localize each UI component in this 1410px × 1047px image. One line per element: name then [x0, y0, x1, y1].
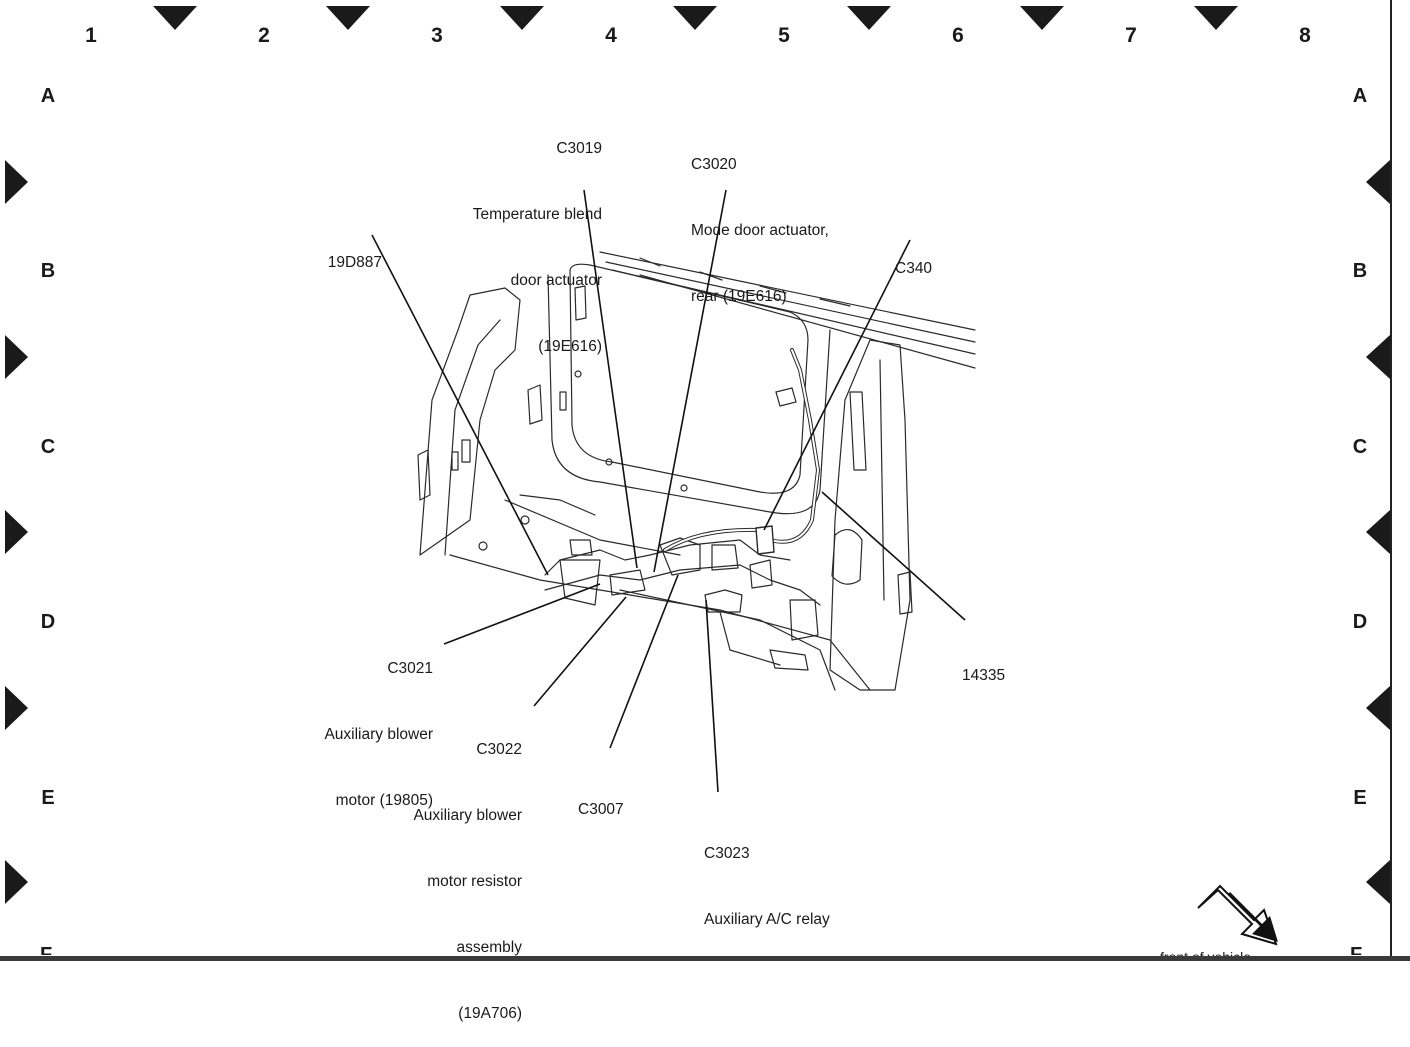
callout-c3019-line3: door actuator [510, 272, 602, 289]
leader-19d887 [371, 234, 549, 576]
callout-c3022: C3022 Auxiliary blower motor resistor as… [382, 695, 522, 1047]
callout-14335-line1: 14335 [962, 667, 1006, 684]
callout-c3020-line3: rear (19E616) [691, 288, 787, 305]
callout-c3020: C3020 Mode door actuator, rear (19E616) [691, 110, 861, 330]
callout-19d887: 19D887 [300, 208, 382, 296]
left-registration-marks [5, 160, 28, 904]
callout-c3023-line2: Auxiliary A/C relay [704, 911, 830, 928]
callout-c3019-line4: (19E616) [538, 338, 602, 355]
grid-row-e-right: E [1353, 787, 1367, 809]
callout-14335: 14335 [962, 621, 1022, 709]
grid-row-d-right: D [1352, 611, 1368, 633]
grid-column-2: 2 [258, 24, 270, 47]
callout-c340: C340 [895, 214, 955, 302]
leader-c3021 [443, 583, 601, 645]
leader-c3020 [653, 189, 727, 573]
top-registration-marks [153, 6, 1238, 30]
callout-c3007: C3007 [578, 755, 648, 843]
callout-c3007-line1: C3007 [578, 801, 624, 818]
callout-c3021-line2: Auxiliary blower [324, 726, 433, 743]
grid-row-a-right: A [1352, 85, 1368, 107]
leader-14335 [821, 491, 966, 621]
leader-c3007 [609, 574, 679, 749]
grid-column-8: 8 [1299, 24, 1311, 47]
grid-column-4: 4 [605, 24, 617, 47]
callout-c3022-line3: motor resistor [427, 873, 522, 890]
grid-row-c-left: C [40, 436, 56, 458]
grid-column-5: 5 [778, 24, 790, 47]
grid-row-b-left: B [40, 260, 56, 282]
diagram-frame [5, 0, 1392, 956]
grid-row-e-left: E [41, 787, 55, 809]
callout-c3022-line1: C3022 [476, 741, 522, 758]
callout-c3019-line1: C3019 [556, 140, 602, 157]
callout-c3019: C3019 Temperature blend door actuator (1… [452, 94, 602, 380]
callout-c3022-line2: Auxiliary blower [413, 807, 522, 824]
front-of-vehicle-label: front of vehicle [1160, 950, 1251, 956]
leader-c3019 [583, 189, 638, 569]
callout-c340-line1: C340 [895, 260, 933, 277]
leader-c340 [763, 239, 911, 531]
callout-c3021-line1: C3021 [387, 660, 433, 677]
grid-column-1: 1 [85, 24, 97, 47]
right-registration-marks [1366, 160, 1390, 904]
callout-c3023: C3023 Auxiliary A/C relay [704, 799, 864, 953]
grid-column-3: 3 [431, 24, 443, 47]
front-of-vehicle-arrow-icon [1197, 884, 1278, 946]
grid-column-7: 7 [1125, 24, 1137, 47]
grid-row-f-right: F [1350, 944, 1363, 966]
callout-c3019-line2: Temperature blend [472, 206, 602, 223]
grid-row-a-left: A [40, 85, 56, 107]
grid-row-f-left: F [40, 944, 53, 966]
leader-c3023 [705, 599, 719, 793]
leader-c3022 [533, 596, 627, 707]
callout-c3020-line1: C3020 [691, 156, 737, 173]
callout-c3021: C3021 Auxiliary blower motor (19805) [292, 614, 433, 834]
page-bottom-edge [0, 956, 1410, 961]
grid-column-6: 6 [952, 24, 964, 47]
vehicle-interior-illustration [371, 189, 976, 793]
callout-19d887-line1: 19D887 [327, 254, 382, 271]
callout-c3023-line1: C3023 [704, 845, 750, 862]
callout-c3022-line4: assembly [456, 939, 522, 956]
callout-c3021-line3: motor (19805) [335, 792, 433, 809]
grid-row-c-right: C [1352, 436, 1368, 458]
callout-c3022-line5: (19A706) [458, 1005, 522, 1022]
callout-c3020-line2: Mode door actuator, [691, 222, 829, 239]
grid-row-b-right: B [1352, 260, 1368, 282]
grid-row-d-left: D [40, 611, 56, 633]
